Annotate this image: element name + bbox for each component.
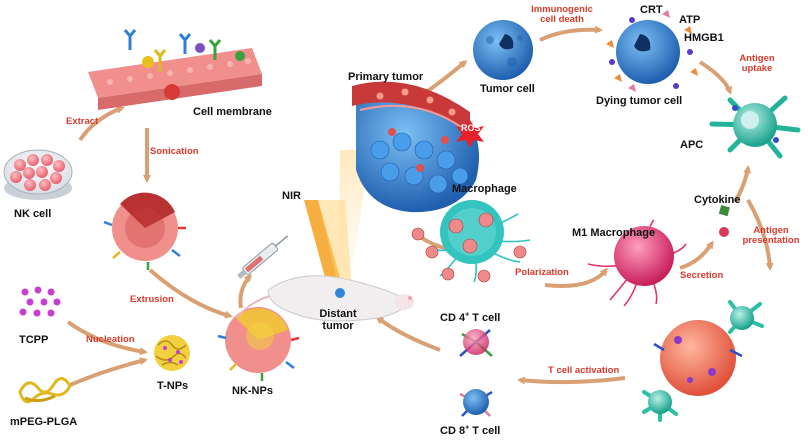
nk-nps-particle bbox=[217, 307, 300, 381]
label-nir: NIR bbox=[282, 190, 301, 202]
label-distant-tumor: Distant tumor bbox=[319, 308, 357, 333]
arrow-extract bbox=[78, 105, 125, 142]
arrow-secretion bbox=[679, 240, 714, 270]
tcpp-molecules bbox=[19, 286, 61, 317]
label-apc: APC bbox=[680, 139, 704, 151]
label-tcpp: TCPP bbox=[19, 334, 49, 346]
label-crt: CRT bbox=[640, 4, 663, 16]
syringe bbox=[237, 235, 289, 279]
cd8-t-cell-illustration bbox=[459, 389, 493, 417]
arrow-extrusion bbox=[148, 268, 233, 319]
arrow-antigen-uptake bbox=[698, 60, 733, 95]
mouse-illustration bbox=[235, 275, 414, 322]
arrow-cytokine-to-apc bbox=[733, 165, 752, 204]
step-polarization: Polarization bbox=[515, 267, 569, 278]
cytokine-icons bbox=[718, 205, 730, 237]
mpeg-plga-polymer bbox=[18, 377, 72, 404]
label-m1-macrophage: M1 Macrophage bbox=[572, 227, 656, 239]
t-nps-particle bbox=[154, 335, 190, 371]
label-cytokine: Cytokine bbox=[694, 194, 741, 206]
label-nk-nps: NK-NPs bbox=[232, 385, 273, 397]
arrow-icd bbox=[539, 25, 603, 42]
membrane-vesicle bbox=[103, 192, 186, 270]
step-immunogenic-cell-death: Immunogenic cell death bbox=[531, 4, 593, 25]
cell-membrane-illustration bbox=[88, 29, 262, 110]
label-atp: ATP bbox=[679, 14, 701, 26]
step-nucleation: Nucleation bbox=[86, 334, 135, 345]
label-dying-tumor-cell: Dying tumor cell bbox=[596, 95, 683, 107]
step-extract: Extract bbox=[66, 116, 99, 127]
label-cell-membrane: Cell membrane bbox=[193, 106, 272, 118]
tumor-cell-illustration bbox=[473, 20, 533, 80]
step-secretion: Secretion bbox=[680, 270, 724, 281]
step-antigen-presentation: Antigen presentation bbox=[742, 225, 800, 246]
step-extrusion: Extrusion bbox=[130, 294, 174, 305]
macrophage-illustration bbox=[411, 200, 531, 283]
nk-cell-dish bbox=[3, 149, 73, 200]
dying-tumor-cell-illustration bbox=[606, 10, 698, 92]
label-cd8-t-cell: CD 8+ T cell bbox=[440, 424, 501, 437]
arrow-to-distant-tumor bbox=[375, 316, 441, 352]
label-t-nps: T-NPs bbox=[157, 380, 189, 392]
label-tumor-cell: Tumor cell bbox=[480, 83, 535, 95]
label-macrophage: Macrophage bbox=[452, 183, 517, 195]
step-antigen-uptake: Antigen uptake bbox=[739, 53, 775, 74]
m1-macrophage-illustration bbox=[587, 219, 687, 307]
step-sonication: Sonication bbox=[150, 146, 199, 157]
arrow-t-cell-activation bbox=[517, 376, 626, 385]
arrow-plga bbox=[69, 357, 148, 387]
arrow-nps-to-mouse bbox=[238, 273, 252, 309]
label-mpeg-plga: mPEG-PLGA bbox=[10, 416, 78, 428]
label-primary-tumor: Primary tumor bbox=[348, 71, 424, 83]
label-nk-cell: NK cell bbox=[14, 208, 52, 220]
arrow-antigen-presentation bbox=[746, 199, 774, 271]
t-cell-activation-complex bbox=[642, 300, 764, 422]
arrow-polarization bbox=[544, 267, 608, 288]
label-ros: ROS bbox=[461, 123, 481, 133]
step-t-cell-activation: T cell activation bbox=[548, 365, 620, 376]
label-hmgb1: HMGB1 bbox=[684, 32, 724, 44]
cd4-t-cell-illustration bbox=[459, 329, 493, 357]
primary-tumor-region bbox=[338, 81, 484, 286]
apc-illustration bbox=[709, 95, 801, 159]
arrow-nucleation bbox=[66, 320, 148, 356]
label-cd4-t-cell: CD 4+ T cell bbox=[440, 311, 501, 324]
